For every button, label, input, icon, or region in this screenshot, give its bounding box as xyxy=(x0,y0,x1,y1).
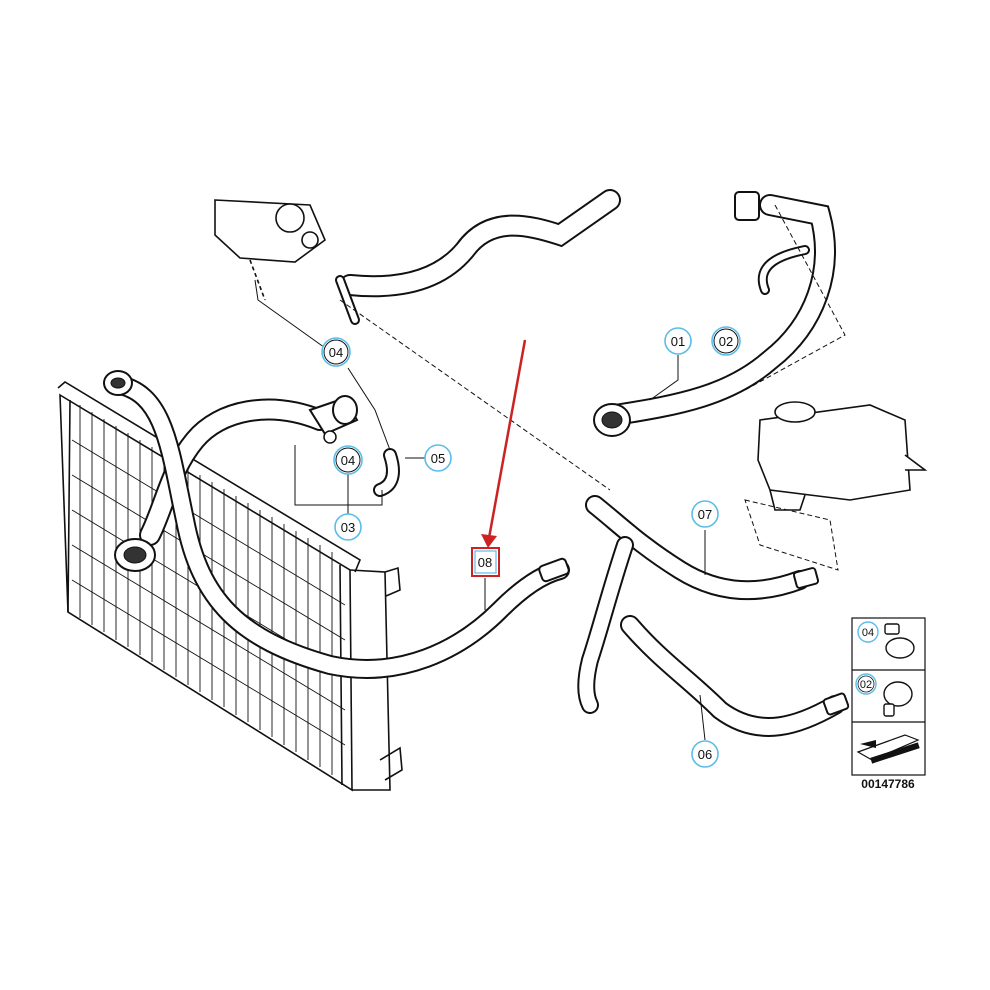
callout-02-label: 02 xyxy=(719,334,733,349)
right-upper-hose xyxy=(593,191,836,437)
hose-06 xyxy=(620,615,850,737)
lower-long-hose xyxy=(103,370,570,679)
small-hose-05 xyxy=(373,448,400,497)
clamp-icon xyxy=(884,623,915,659)
callout-08-label: 08 xyxy=(478,555,492,570)
radiator xyxy=(57,381,403,792)
callout-07-label: 07 xyxy=(698,507,712,522)
callout-03[interactable]: 03 xyxy=(334,513,362,541)
callout-06[interactable]: 06 xyxy=(691,740,719,768)
legend-clamp-02[interactable]: 02 xyxy=(855,673,913,717)
callout-05-label: 05 xyxy=(431,451,445,466)
callout-04-bottom-label: 04 xyxy=(341,453,355,468)
thermostat-housing xyxy=(214,189,621,325)
leader-lines xyxy=(254,204,846,741)
legend-clamp-02-label: 02 xyxy=(860,679,872,691)
legend-panel: 04 02 xyxy=(851,617,926,776)
callout-04-top-label: 04 xyxy=(329,345,343,360)
expansion-tank xyxy=(757,401,928,511)
callout-01-label: 01 xyxy=(671,334,685,349)
highlight-arrow xyxy=(481,339,527,548)
callout-04-bottom[interactable]: 04 xyxy=(333,445,363,475)
legend-clamp-04[interactable]: 04 xyxy=(857,621,915,659)
callout-02[interactable]: 02 xyxy=(711,326,741,356)
callout-08[interactable]: 08 xyxy=(471,547,500,577)
y-hose-07 xyxy=(577,495,820,714)
callout-04-top[interactable]: 04 xyxy=(321,337,351,367)
spring-clamp-icon xyxy=(883,681,913,717)
upper-radiator-hose xyxy=(114,395,359,572)
arrow-icon xyxy=(856,734,920,764)
part-number: 00147786 xyxy=(861,777,915,791)
legend-clamp-04-label: 04 xyxy=(862,627,874,639)
callout-05[interactable]: 05 xyxy=(424,444,452,472)
callout-07[interactable]: 07 xyxy=(691,500,719,528)
callout-01[interactable]: 01 xyxy=(664,327,692,355)
callout-03-label: 03 xyxy=(341,520,355,535)
callout-06-label: 06 xyxy=(698,747,712,762)
